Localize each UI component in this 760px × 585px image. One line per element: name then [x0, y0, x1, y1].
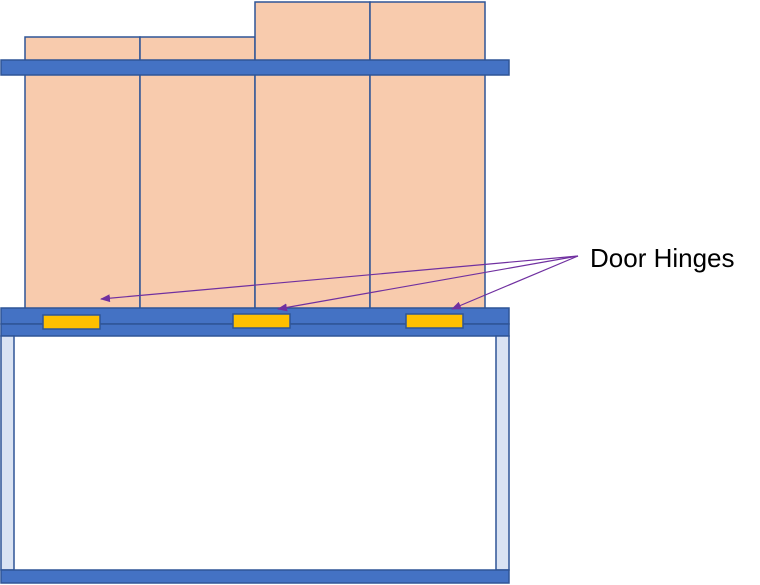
- right-post: [495, 335, 510, 571]
- top-rail: [0, 59, 510, 76]
- hinge-arrow-3: [451, 255, 579, 310]
- bottom-rail: [0, 569, 510, 584]
- left-post: [0, 335, 15, 571]
- door-panel-1: [24, 36, 141, 310]
- door-panel-3: [254, 1, 371, 310]
- door-panel-4: [369, 1, 486, 310]
- hinge-1: [42, 314, 101, 330]
- hinge-2: [232, 313, 291, 329]
- hinge-arrow-2: [277, 255, 579, 312]
- hinge-3: [405, 313, 464, 329]
- door-hinges-label: Door Hinges: [590, 243, 735, 273]
- hinge-arrow-1: [100, 255, 579, 303]
- door-panel-2: [139, 36, 256, 310]
